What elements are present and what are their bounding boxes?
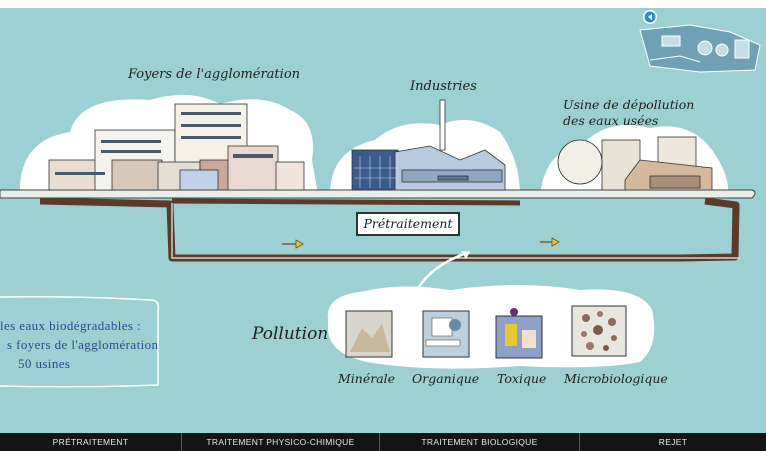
category-organique[interactable]: Organique <box>412 371 480 386</box>
industry-buildings <box>351 99 506 191</box>
treatment-plant <box>557 136 713 191</box>
category-toxique[interactable]: Toxique <box>497 371 547 386</box>
nav-traitement-biologique[interactable]: TRAITEMENT BIOLOGIQUE <box>380 433 580 451</box>
pretraitement-box[interactable]: Prétraitement <box>356 212 460 236</box>
pollution-arrow-head <box>461 251 470 259</box>
toxic-icon <box>495 308 543 359</box>
info-line-3: 50 usines <box>18 356 71 371</box>
city-windows <box>55 112 273 175</box>
nav-rejet[interactable]: REJET <box>658 437 688 447</box>
minimap-sketch <box>639 24 761 73</box>
flow-arrow-2 <box>551 237 560 247</box>
category-microbiologique[interactable]: Microbiologique <box>564 371 668 386</box>
organic-icon <box>422 310 470 358</box>
pollution-arrow-line <box>408 250 471 309</box>
flow-arrow-1 <box>295 239 304 249</box>
mineral-icon <box>345 310 393 358</box>
industry-window-grid <box>354 156 397 188</box>
label-foyers: Foyers de l'agglomération <box>128 67 301 82</box>
info-line-2: s foyers de l'agglomération <box>7 337 159 352</box>
category-minerale[interactable]: Minérale <box>338 371 396 386</box>
label-industries: Industries <box>410 79 477 94</box>
back-arrow-icon <box>643 10 657 24</box>
info-line-1: les eaux biodégradables : <box>0 318 142 333</box>
nav-traitement-physico-chimique[interactable]: TRAITEMENT PHYSICO-CHIMIQUE <box>182 433 380 451</box>
info-box-border <box>0 296 160 388</box>
ground-platform <box>0 189 756 199</box>
sewer-pipe-highlight <box>171 203 740 259</box>
minimap[interactable] <box>623 8 766 86</box>
nav-pretraitement[interactable]: PRÉTRAITEMENT <box>0 433 182 451</box>
microbiological-icon <box>571 305 627 357</box>
label-pollution: Pollution <box>252 324 329 344</box>
sewer-pipe-upper <box>171 198 521 206</box>
label-usine: Usine de dépollution des eaux usées <box>563 97 695 128</box>
bottom-nav: PRÉTRAITEMENT TRAITEMENT PHYSICO-CHIMIQU… <box>0 433 766 451</box>
